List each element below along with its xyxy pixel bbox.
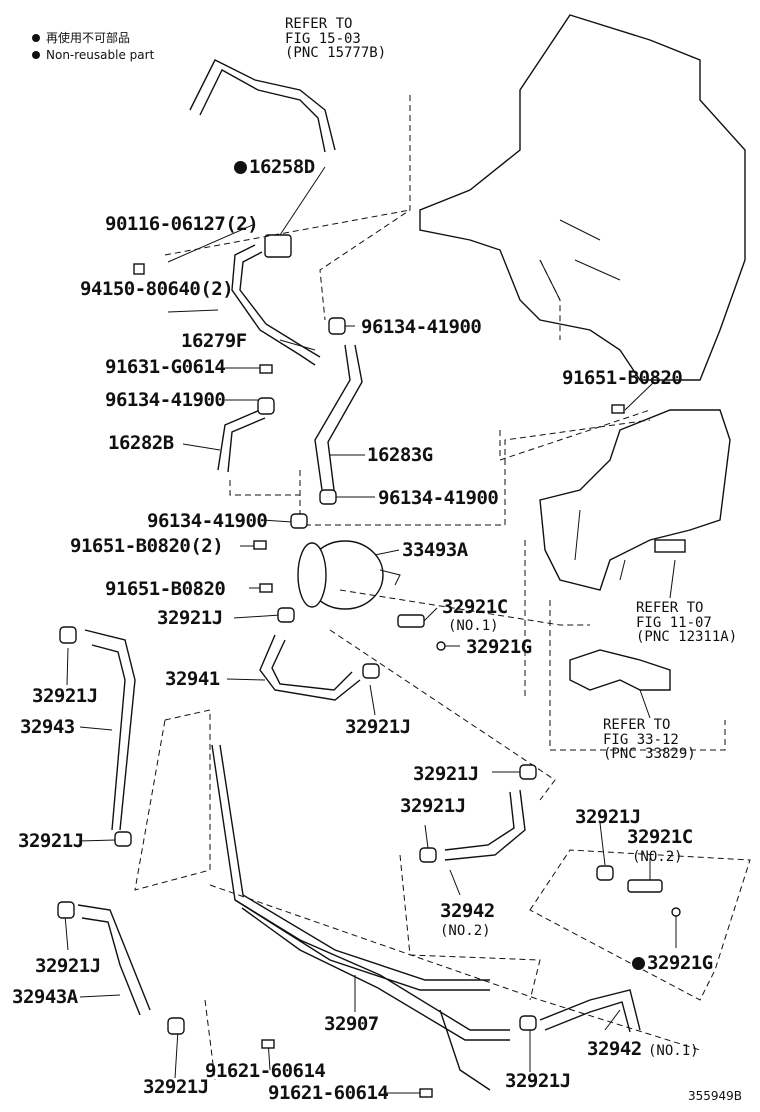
clamps	[57, 263, 681, 1098]
part-label-32921c-1[interactable]: 32921C	[442, 596, 508, 618]
part-label-32942-b[interactable]: 32942	[587, 1038, 642, 1060]
part-label-32921j-g[interactable]: 32921J	[575, 806, 641, 828]
hose-32943	[84, 629, 136, 831]
hose-16283g	[314, 344, 363, 491]
part-label-94150[interactable]: 94150-80640(2)	[80, 278, 234, 300]
part-label-32921j-d[interactable]: 32921J	[18, 830, 84, 852]
part-number: 16258D	[249, 156, 315, 178]
gasket-16258d	[264, 234, 292, 258]
hose-32943a	[77, 904, 151, 1016]
legend-jp-text: 再使用不可部品	[46, 31, 131, 45]
part-label-96134-c[interactable]: 96134-41900	[378, 487, 499, 509]
ref-line: REFER TO	[285, 16, 353, 32]
oil-cooler-33493a	[297, 540, 401, 610]
legend-en: Non-reusable part	[32, 49, 154, 61]
nonreusable-dot-icon	[234, 161, 247, 174]
bolt-on-bracket	[654, 539, 686, 553]
part-label-16258d[interactable]: 16258D	[234, 158, 315, 177]
ref-line: (PNC 12311A)	[636, 629, 738, 646]
hose-32942-no1	[539, 989, 641, 1033]
engine-block-outline	[419, 14, 746, 381]
part-label-32921c-2-sub: (NO.2)	[632, 849, 683, 865]
ref-line: FIG 11-07	[636, 614, 712, 631]
part-label-90116[interactable]: 90116-06127(2)	[105, 213, 259, 235]
part-label-32943a[interactable]: 32943A	[12, 986, 78, 1008]
leader-lines	[64, 166, 677, 1094]
part-label-91651-b[interactable]: 91651-B0820	[105, 578, 226, 600]
bullet-dot-icon	[32, 51, 40, 59]
part-label-32941[interactable]: 32941	[165, 668, 220, 690]
bracket-33829	[569, 649, 671, 691]
hose-16282b	[217, 409, 266, 473]
hose-32941	[259, 634, 361, 701]
part-label-32942-a-sub: (NO.2)	[440, 923, 491, 939]
part-label-32921j-h[interactable]: 32921J	[35, 955, 101, 977]
part-label-32921j-a[interactable]: 32921J	[157, 607, 223, 629]
part-label-32921c-1-sub: (NO.1)	[448, 618, 499, 634]
tube-32907	[211, 744, 490, 991]
nonreusable-dot-icon	[632, 957, 645, 970]
part-label-33493a[interactable]: 33493A	[402, 539, 468, 561]
part-number: 32921G	[647, 952, 713, 974]
dashed-boundaries	[134, 95, 751, 1081]
part-label-91631[interactable]: 91631-G0614	[105, 356, 226, 378]
ref-line: REFER TO	[636, 600, 704, 616]
bullet-dot-icon	[32, 34, 40, 42]
ref-line: FIG 33-12	[603, 731, 679, 748]
part-label-16282b[interactable]: 16282B	[108, 432, 174, 454]
part-label-32943[interactable]: 32943	[20, 716, 75, 738]
part-label-32942-a[interactable]: 32942	[440, 900, 495, 922]
part-label-32921j-b[interactable]: 32921J	[345, 716, 411, 738]
part-label-32942-b-sub: (NO.1)	[648, 1043, 699, 1059]
part-label-32921j-c[interactable]: 32921J	[32, 685, 98, 707]
part-label-32921j-f[interactable]: 32921J	[400, 795, 466, 817]
ref-line: REFER TO	[603, 717, 671, 733]
part-label-16279f[interactable]: 16279F	[181, 330, 247, 352]
part-label-96134-a[interactable]: 96134-41900	[361, 316, 482, 338]
bracket-12311a	[539, 409, 731, 591]
part-label-91621-a[interactable]: 91621-60614	[205, 1060, 326, 1082]
part-label-91621-b[interactable]: 91621-60614	[268, 1082, 389, 1104]
part-label-32921c-2[interactable]: 32921C	[627, 826, 693, 848]
part-label-96134-d[interactable]: 96134-41900	[147, 510, 268, 532]
part-label-96134-b[interactable]: 96134-41900	[105, 389, 226, 411]
diagram-id: 355949B	[688, 1089, 743, 1103]
top-pipe	[189, 59, 336, 151]
ref-line: FIG 15-03	[285, 30, 361, 47]
legend-jp: 再使用不可部品	[32, 32, 130, 44]
legend-en-text: Non-reusable part	[46, 48, 155, 62]
part-label-91651-c[interactable]: 91651-B0820	[562, 367, 683, 389]
ref-line: (PNC 15777B)	[285, 45, 387, 62]
part-label-32921j-e[interactable]: 32921J	[413, 763, 479, 785]
part-label-32921g-b[interactable]: 32921G	[632, 954, 713, 973]
ref-fig-11-07[interactable]: REFER TO FIG 11-07 (PNC 12311A)	[636, 601, 737, 645]
ref-fig-33-12[interactable]: REFER TO FIG 33-12 (PNC 33829)	[603, 718, 696, 762]
part-label-32921g-a[interactable]: 32921G	[466, 636, 532, 658]
hose-32942-no2	[444, 789, 526, 861]
part-label-16283g[interactable]: 16283G	[367, 444, 433, 466]
part-label-32907[interactable]: 32907	[324, 1013, 379, 1035]
pipe-16279f	[231, 244, 316, 366]
part-label-91651-a[interactable]: 91651-B0820(2)	[70, 535, 224, 557]
ref-fig-15-03[interactable]: REFER TO FIG 15-03 (PNC 15777B)	[285, 17, 386, 61]
part-label-32921j-j[interactable]: 32921J	[505, 1070, 571, 1092]
part-label-32921j-i[interactable]: 32921J	[143, 1076, 209, 1098]
ref-line: (PNC 33829)	[603, 746, 696, 763]
